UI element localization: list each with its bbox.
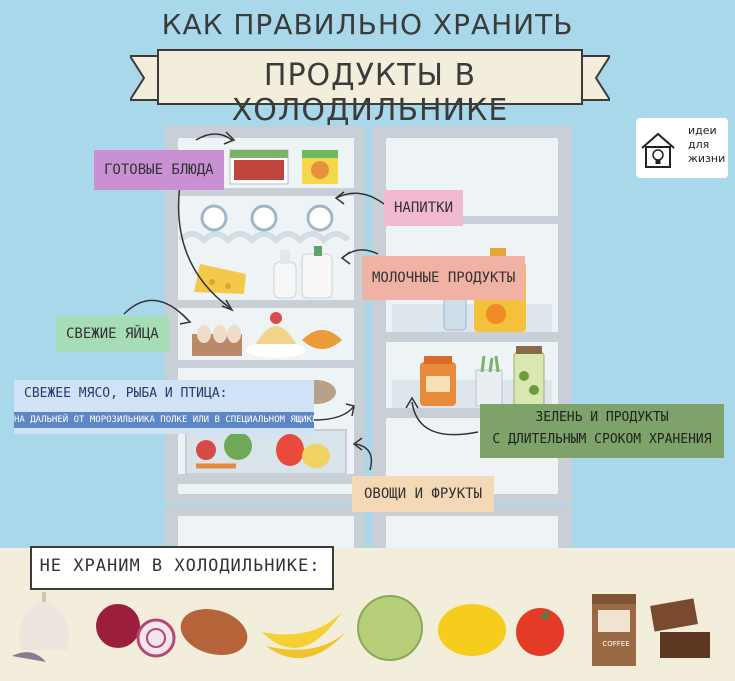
title-line-2: ПРОДУКТЫ В ХОЛОДИЛЬНИКЕ xyxy=(231,58,509,128)
logo xyxy=(636,118,728,178)
label-fresh-eggs: СВЕЖИЕ ЯЙЦА xyxy=(56,316,169,352)
title-line-1: КАК ПРАВИЛЬНО ХРАНИТЬ xyxy=(161,8,574,41)
potato-icon xyxy=(180,608,248,656)
label-greens-line-1: ЗЕЛЕНЬ И ПРОДУКТЫ xyxy=(535,410,669,425)
label-dairy: МОЛОЧНЫЕ ПРОДУКТЫ xyxy=(362,256,526,300)
melon-icon xyxy=(357,595,423,661)
coffee-bag-label: COFFEE xyxy=(602,640,630,648)
lemon-icon xyxy=(438,604,506,656)
not-in-fridge-items xyxy=(12,592,710,666)
label-greens-box xyxy=(480,404,724,458)
label-greens-line-2: С ДЛИТЕЛЬНЫМ СРОКОМ ХРАНЕНИЯ xyxy=(492,432,712,447)
label-ready-meals: ГОТОВЫЕ БЛЮДА xyxy=(94,150,224,190)
house-bulb-icon xyxy=(641,132,675,168)
coffee-bag-icon xyxy=(592,594,636,666)
garlic-icon xyxy=(12,592,69,662)
title-ribbon xyxy=(130,49,610,105)
label-drinks: НАПИТКИ xyxy=(384,190,464,226)
tomato-icon xyxy=(516,608,564,656)
not-in-fridge-title-box xyxy=(30,546,334,590)
chocolate-icon xyxy=(650,598,710,658)
label-meat-subtitle: НА ДАЛЬНЕЙ ОТ МОРОЗИЛЬНИКА ПОЛКЕ ИЛИ В С… xyxy=(14,412,317,428)
onion-icon xyxy=(96,604,176,658)
label-meat-title: СВЕЖЕЕ МЯСО, РЫБА И ПТИЦА: xyxy=(24,386,228,401)
banana-icon xyxy=(262,612,346,659)
logo-text: идеи для жизни xyxy=(688,124,726,165)
not-in-fridge-title: НЕ ХРАНИМ В ХОЛОДИЛЬНИКЕ: xyxy=(39,556,321,576)
label-vegetables: ОВОЩИ И ФРУКТЫ xyxy=(352,476,495,512)
